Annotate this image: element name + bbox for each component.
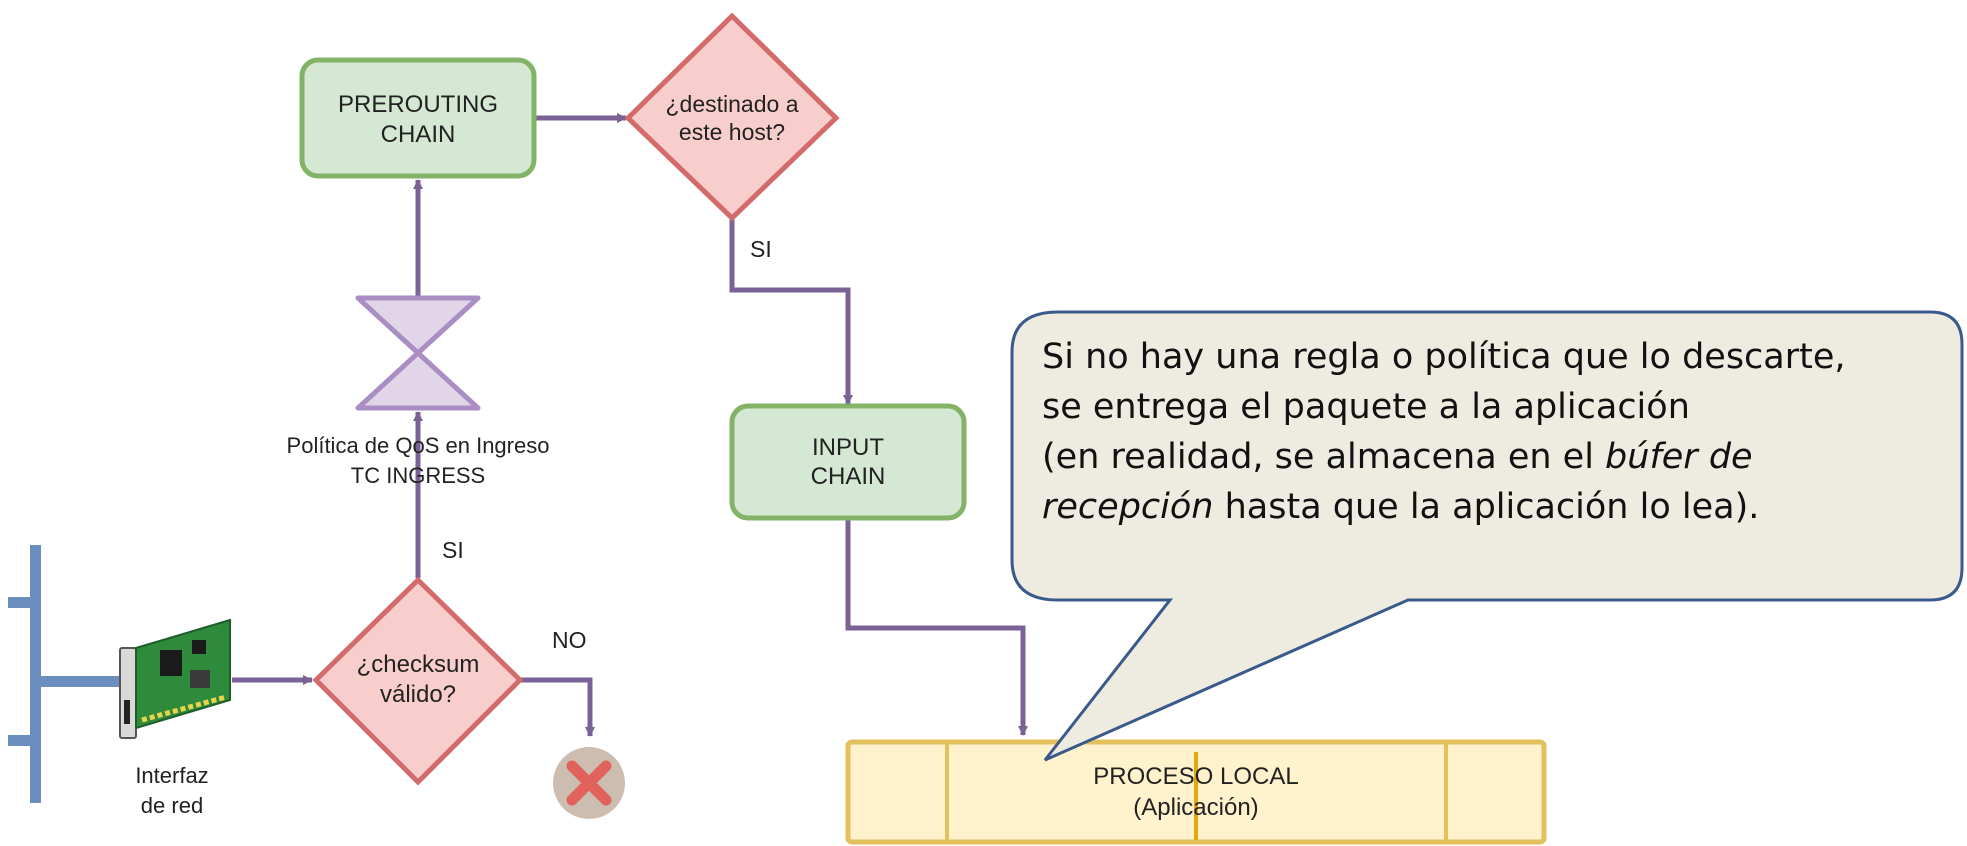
qos-ingress-node — [355, 295, 481, 411]
callout-line4-italic: recepción — [1042, 487, 1214, 527]
si-destinado-label: SI — [750, 236, 772, 262]
process-line1: PROCESO LOCAL — [1093, 763, 1298, 790]
local-process-node: PROCESO LOCAL (Aplicación) — [845, 739, 1547, 845]
input-line1: INPUT — [812, 434, 884, 461]
callout-line3: (en realidad, se almacena en el búfer de — [1042, 432, 1942, 482]
network-bus — [8, 545, 128, 803]
callout-line3-plain: (en realidad, se almacena en el — [1042, 437, 1606, 477]
input-chain-node: INPUT CHAIN — [729, 403, 967, 521]
qos-label-line1: Política de QoS en Ingreso — [287, 433, 550, 458]
edge-checksum-to-drop — [520, 677, 595, 737]
nic-label-line1: Interfaz — [135, 763, 208, 788]
callout-text: Si no hay una regla o política que lo de… — [1042, 332, 1942, 532]
no-checksum-label: NO — [552, 627, 587, 653]
process-line2: (Aplicación) — [1133, 794, 1258, 821]
input-line2: CHAIN — [811, 463, 886, 490]
prerouting-line2: CHAIN — [381, 121, 456, 148]
callout-line3-italic: búfer de — [1605, 437, 1753, 477]
destinado-decision-node: ¿destinado a este host? — [624, 12, 840, 222]
checksum-line2: válido? — [380, 681, 456, 708]
x-circle-icon — [553, 747, 625, 819]
destinado-line2: este host? — [679, 119, 785, 145]
callout-line2: se entrega el paquete a la aplicación — [1042, 387, 1690, 427]
si-checksum-label: SI — [442, 537, 464, 563]
callout-line4-plain: hasta que la aplicación lo lea). — [1213, 487, 1760, 527]
nic-label-line2: de red — [141, 793, 203, 818]
edge-destinado-to-input — [729, 218, 853, 405]
network-card-icon — [119, 618, 231, 739]
qos-label-line2: TC INGRESS — [351, 463, 485, 488]
callout-line1: Si no hay una regla o política que lo de… — [1042, 337, 1846, 377]
prerouting-chain-node: PREROUTING CHAIN — [299, 57, 537, 179]
checksum-line1: ¿checksum — [357, 651, 480, 678]
flow-edges — [232, 113, 1028, 737]
callout-bubble — [1010, 310, 1964, 762]
callout-line4: recepción hasta que la aplicación lo lea… — [1042, 482, 1942, 532]
prerouting-line1: PREROUTING — [338, 91, 498, 118]
edge-input-to-process — [845, 518, 1028, 736]
destinado-line1: ¿destinado a — [666, 91, 799, 117]
checksum-decision-node: ¿checksum válido? — [312, 576, 524, 786]
